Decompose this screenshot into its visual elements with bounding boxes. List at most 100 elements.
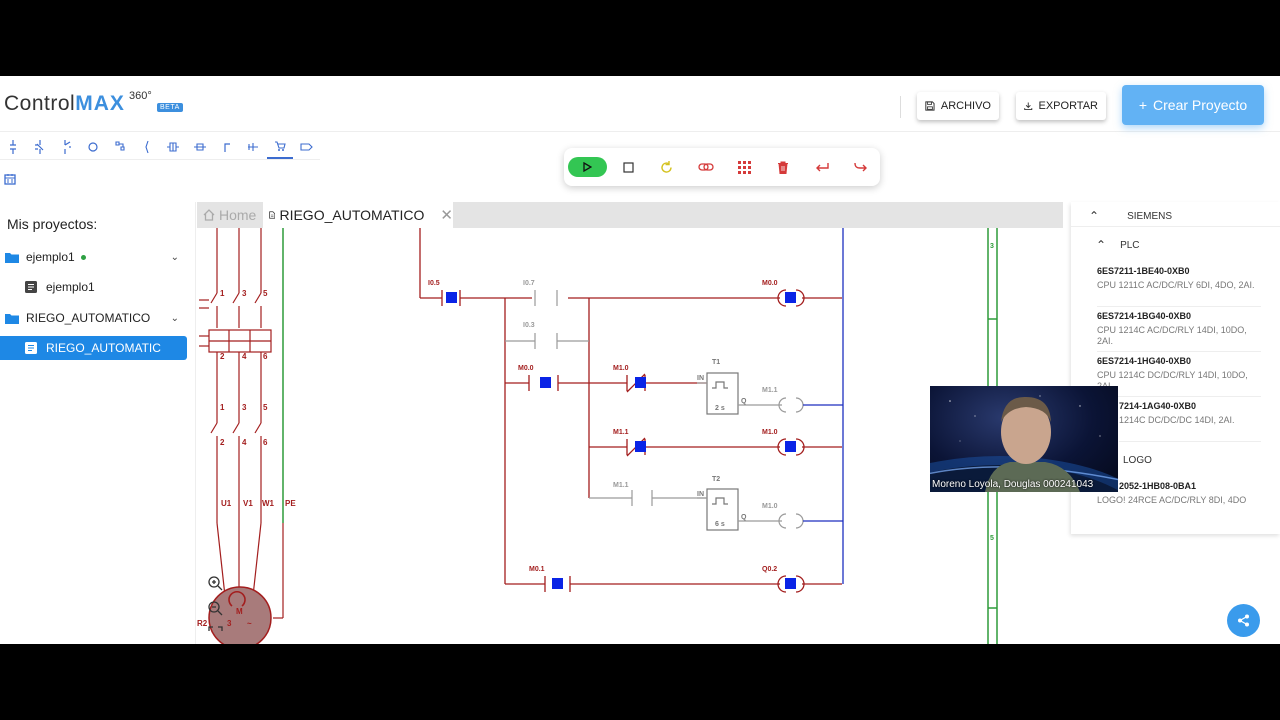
divider xyxy=(1071,226,1280,227)
archivo-label: ARCHIVO xyxy=(940,100,991,112)
plus-icon: + xyxy=(1138,97,1148,113)
palette-motor-icon[interactable] xyxy=(107,134,134,159)
rung-label: 2 s xyxy=(715,405,725,412)
header-divider xyxy=(900,96,901,118)
link-icon xyxy=(697,163,714,171)
palette-tee-icon[interactable] xyxy=(240,134,267,159)
palette-switch-icon[interactable] xyxy=(53,134,80,159)
power-label: V1 xyxy=(243,499,253,508)
vendor-header-siemens[interactable]: ⌃ SIEMENS xyxy=(1089,208,1172,224)
rung-label: M1.1 xyxy=(613,482,629,489)
tree-folder-label: ejemplo1 xyxy=(26,250,75,264)
ladder-canvas[interactable]: 1 3 5 2 4 6 1 3 5 2 4 6 U1 V1 W1 PE M 3 … xyxy=(197,228,1063,644)
grid-button[interactable] xyxy=(725,154,764,180)
logo: ControlMAX 360° BETA xyxy=(4,90,183,122)
power-label: 3 xyxy=(242,403,247,412)
sidebar-title: Mis proyectos: xyxy=(7,216,98,232)
status-dot xyxy=(80,254,86,260)
chevron-down-icon[interactable]: ⌄ xyxy=(170,312,179,324)
stop-button[interactable] xyxy=(609,154,648,180)
undo-button[interactable] xyxy=(803,154,842,180)
chevron-up-icon: ⌃ xyxy=(1096,238,1107,252)
share-icon xyxy=(1238,614,1249,627)
rung-label: Q0.2 xyxy=(762,566,777,573)
fit-screen-icon[interactable] xyxy=(208,626,223,634)
rung-labels: I0.5 I0.7 I0.3 M0.0 M1.0 T1 IN Q 2 s M1.… xyxy=(428,280,778,573)
redo-button[interactable] xyxy=(841,154,880,180)
trash-icon xyxy=(778,161,789,174)
participant-name: Moreno Loyola, Douglas 000241043 xyxy=(932,479,1094,490)
palette-line-icon[interactable] xyxy=(133,134,160,159)
palette-corner-icon[interactable] xyxy=(213,134,240,159)
link-button[interactable] xyxy=(686,154,725,180)
logo-control: Control xyxy=(4,92,76,115)
zoom-in-icon[interactable] xyxy=(208,576,223,591)
tab-riego-automatico[interactable]: RIEGO_AUTOMATICO ✕ xyxy=(263,202,453,228)
redo-icon xyxy=(853,162,867,171)
group-header-logo[interactable]: LOGO xyxy=(1123,455,1152,466)
play-button[interactable] xyxy=(568,157,607,177)
power-label: PE xyxy=(285,499,296,508)
vendor-label: SIEMENS xyxy=(1127,210,1173,222)
archivo-button[interactable]: ARCHIVO xyxy=(917,92,999,120)
tab-home[interactable]: Home xyxy=(203,202,256,228)
calendar-icon[interactable] xyxy=(4,173,18,187)
plc-desc: 1214C DC/DC/DC 14DI, 2AI. xyxy=(1119,415,1235,425)
logo-item[interactable]: 2052-1HB08-0BA1 LOGO! 24RCE AC/DC/RLY 8D… xyxy=(1097,480,1261,520)
save-icon xyxy=(925,101,935,111)
palette-contact-icon[interactable] xyxy=(0,134,27,159)
power-label: 2 xyxy=(220,438,225,447)
delete-button[interactable] xyxy=(764,154,803,180)
palette-cart-icon[interactable] xyxy=(266,134,294,159)
motor-rotation-icon xyxy=(228,591,246,607)
tree-file-ejemplo1[interactable]: ejemplo1 xyxy=(0,275,187,299)
share-button[interactable] xyxy=(1227,604,1260,637)
logo-code: 2052-1HB08-0BA1 xyxy=(1119,481,1197,491)
power-labels: 1 3 5 2 4 6 1 3 5 2 4 6 U1 V1 W1 PE M 3 … xyxy=(197,289,296,628)
crear-proyecto-button[interactable]: + Crear Proyecto xyxy=(1122,85,1264,125)
palette-closed-contact-icon[interactable] xyxy=(27,134,54,159)
power-label: U1 xyxy=(221,499,232,508)
webcam-overlay: Moreno Loyola, Douglas 000241043 xyxy=(930,386,1118,492)
plc-item[interactable]: 6ES7214-1BG40-0XB0 CPU 1214C AC/DC/RLY 1… xyxy=(1097,310,1261,352)
rail-number: 5 xyxy=(990,535,994,542)
power-label: 6 xyxy=(263,438,268,447)
rung-label: IN xyxy=(697,491,704,498)
rung-label: M1.1 xyxy=(762,387,778,394)
document-icon xyxy=(25,342,37,354)
palette-tag-icon[interactable] xyxy=(293,134,320,159)
document-tabs: Home RIEGO_AUTOMATICO ✕ xyxy=(197,202,1063,228)
grid-icon xyxy=(737,160,751,174)
tree-folder-ejemplo1[interactable]: ejemplo1 ⌄ xyxy=(0,245,187,269)
tree-folder-riego[interactable]: RIEGO_AUTOMATICO ⌄ xyxy=(0,306,187,330)
element-palette xyxy=(0,134,320,160)
tab-riego-label: RIEGO_AUTOMATICO xyxy=(279,207,425,223)
plc-desc: CPU 1214C AC/DC/RLY 14DI, 10DO, 2AI. xyxy=(1097,325,1247,346)
output-wires xyxy=(803,228,844,584)
inactive-elements xyxy=(505,290,804,531)
power-label: ~ xyxy=(247,619,252,628)
plc-item[interactable]: 7214-1AG40-0XB0 1214C DC/DC/DC 14DI, 2AI… xyxy=(1119,400,1261,442)
power-label: 3 xyxy=(227,619,232,628)
group-header-plc[interactable]: ⌃ PLC xyxy=(1096,238,1140,252)
palette-relay-icon[interactable] xyxy=(160,134,187,159)
plc-item[interactable]: 6ES7211-1BE40-0XB0 CPU 1211C AC/DC/RLY 6… xyxy=(1097,265,1261,307)
exportar-button[interactable]: EXPORTAR xyxy=(1016,92,1106,120)
palette-coil-icon[interactable] xyxy=(80,134,107,159)
rung-label: Q xyxy=(741,514,747,521)
close-icon[interactable]: ✕ xyxy=(440,207,453,224)
plc-code: 7214-1AG40-0XB0 xyxy=(1119,401,1197,411)
power-label: 4 xyxy=(242,438,247,447)
app-window: ControlMAX 360° BETA ARCHIVO EXPORTAR + … xyxy=(0,76,1280,644)
plc-item[interactable]: 6ES7214-1HG40-0XB0 CPU 1214C DC/DC/RLY 1… xyxy=(1097,355,1261,397)
tree-file-riego-selected[interactable]: RIEGO_AUTOMATIC xyxy=(0,336,187,360)
chevron-down-icon[interactable]: ⌄ xyxy=(170,251,179,263)
logo-max: MAX xyxy=(75,92,125,115)
reset-button[interactable] xyxy=(648,154,687,180)
exportar-label: EXPORTAR xyxy=(1038,100,1099,112)
zoom-out-icon[interactable] xyxy=(208,601,223,616)
power-label: 2 xyxy=(220,352,225,361)
rung-label: M1.0 xyxy=(762,429,778,436)
palette-fuse-icon[interactable] xyxy=(187,134,214,159)
chevron-up-icon: ⌃ xyxy=(1089,209,1100,223)
